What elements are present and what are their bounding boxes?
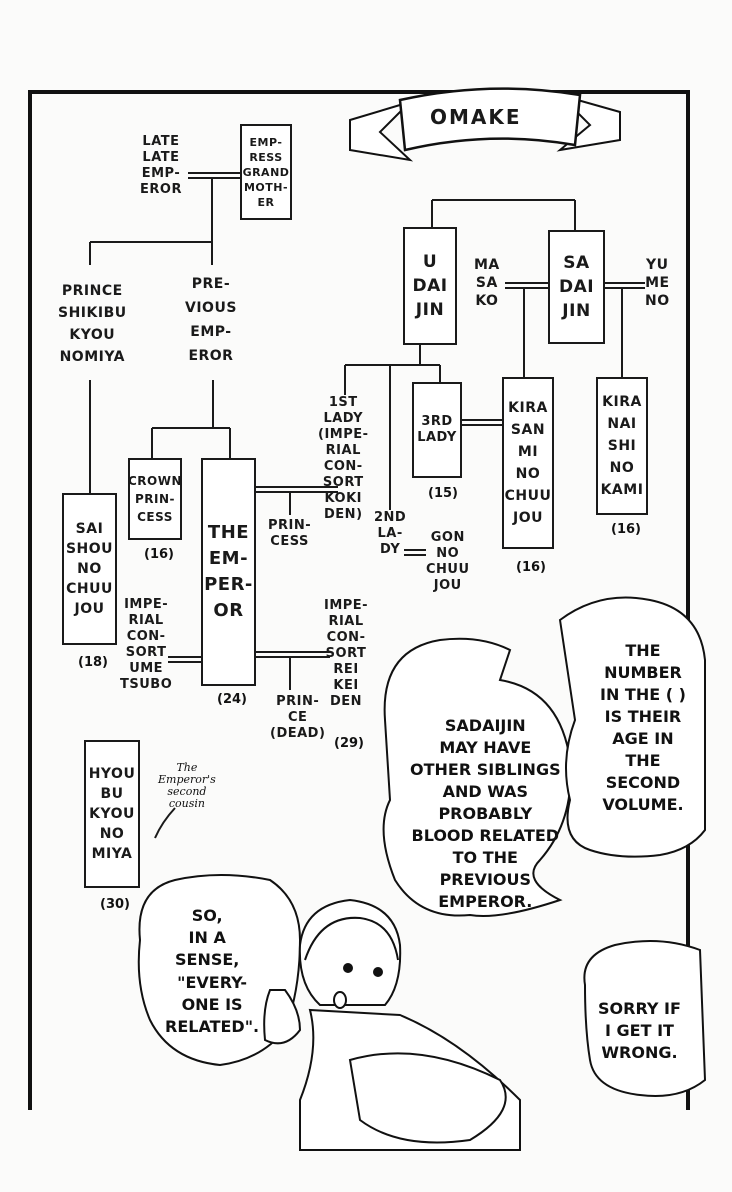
crown-princess-age: (16) (144, 547, 174, 562)
bubble-related (137, 874, 302, 1067)
saishou-label: SAI SHOU NO CHUU JOU (65, 521, 114, 617)
saishou-box: SAI SHOU NO CHUU JOU (62, 493, 117, 645)
bubble-number (558, 596, 706, 858)
kira-naishi-box: KIRA NAI SHI NO KAMI (596, 377, 648, 515)
bubble-sorry (583, 940, 707, 1097)
prince-dead-label: PRIN- CE (DEAD) (270, 694, 326, 741)
masako-label: MA SA KO (474, 257, 500, 309)
sa-daijin-box: SA DAI JIN (548, 230, 605, 344)
kira-naishi-age: (16) (611, 522, 641, 537)
hyoubu-age: (30) (100, 897, 130, 912)
late-late-emperor-label: LATE LATE EMP- EROR (140, 134, 182, 197)
princess-label: PRIN- CESS (268, 518, 312, 549)
first-lady-label: 1ST LADY (IMPE- RIAL CON- SORT KOKI DEN) (318, 395, 369, 522)
previous-emperor-label: PRE- VIOUS EMP- EROR (185, 276, 237, 364)
saishou-age: (18) (78, 655, 108, 670)
gon-label: GON NO CHUU JOU (426, 530, 470, 593)
second-lady-label: 2ND LA- DY (374, 510, 407, 557)
bubble-sadaijin (382, 637, 572, 917)
emperor-label: THE EM- PER- OR (204, 522, 253, 621)
kira-sanmi-age: (16) (516, 560, 546, 575)
omake-banner (349, 87, 621, 162)
second-cousin-note: The Emperor's second cousin (158, 761, 216, 810)
bubble-so-text: SO, IN A SENSE, (175, 906, 240, 969)
bubble-everyone-text: "EVERY- ONE IS RELATED". (165, 973, 260, 1036)
reikeiden-label: IMPE- RIAL CON- SORT REI KEI DEN (324, 598, 369, 709)
u-daijin-label: U DAI JIN (412, 252, 448, 320)
crown-princess-label: CROWN PRIN- CESS (127, 474, 183, 524)
yumeno-label: YU ME NO (645, 257, 670, 309)
u-daijin-box: U DAI JIN (403, 227, 457, 345)
empress-label: EMP- RESS GRAND MOTH- ER (242, 135, 290, 209)
empress-box: EMP- RESS GRAND MOTH- ER (240, 124, 292, 220)
third-lady-age: (15) (428, 486, 458, 501)
kira-sanmi-label: KIRA SAN MI NO CHUU JOU (504, 400, 552, 526)
girl-illustration (263, 898, 521, 1151)
hyoubu-box: HYOU BU KYOU NO MIYA (84, 740, 140, 888)
bubble-sadaijin-text: SADAIJIN MAY HAVE OTHER SIBLINGS AND WAS… (410, 716, 561, 911)
emperor-box: THE EM- PER- OR (201, 458, 256, 686)
crown-princess-box: CROWN PRIN- CESS (128, 458, 182, 540)
bubble-number-text: THE NUMBER IN THE ( ) IS THEIR AGE IN TH… (600, 641, 686, 814)
third-lady-label: 3RD LADY (417, 414, 457, 445)
emperor-age: (24) (217, 692, 247, 707)
hyoubu-label: HYOU BU KYOU NO MIYA (88, 766, 136, 862)
kira-naishi-label: KIRA NAI SHI NO KAMI (600, 394, 644, 498)
sa-daijin-label: SA DAI JIN (558, 253, 595, 321)
page-title: OMAKE (430, 105, 522, 129)
bubble-sorry-text: SORRY IF I GET IT WRONG. (598, 999, 681, 1062)
panel-border (28, 90, 690, 1110)
kira-sanmi-box: KIRA SAN MI NO CHUU JOU (502, 377, 554, 549)
third-lady-box: 3RD LADY (412, 382, 462, 478)
prince-shikibu-label: PRINCE SHIKIBU KYOU NOMIYA (58, 283, 127, 365)
umetsubo-label: IMPE- RIAL CON- SORT UME TSUBO (120, 597, 173, 692)
reikeiden-age: (29) (334, 736, 364, 751)
